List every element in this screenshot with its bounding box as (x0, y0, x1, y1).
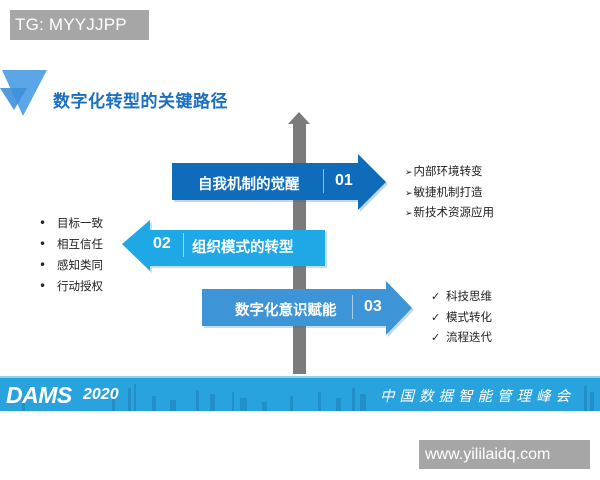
arrowhead-bullet-icon: ➢ (405, 188, 413, 199)
summit-name: 中国数据智能管理峰会 (380, 389, 575, 405)
checkmark-icon: ✓ (431, 331, 441, 344)
list-item: ✓科技思维 (431, 289, 492, 303)
footer-banner: DAMS 2020 中国数据智能管理峰会 (0, 376, 600, 411)
arrow-02-number: 02 (153, 235, 171, 252)
arrow-03-separator (352, 295, 353, 319)
arrowhead-bullet-icon: ➢ (405, 168, 413, 178)
watermark-top-left: TG: MYYJJPP (10, 10, 149, 40)
path-arrow-03: 数字化意识赋能 03 (202, 281, 414, 337)
arrowhead-bullet-icon: ➢ (405, 209, 413, 219)
list-item: ➢内部环境转变 (405, 163, 494, 184)
list-item: •行动授权 (39, 279, 103, 293)
arrow-02-separator (183, 233, 184, 257)
checkmark-icon: ✓ (431, 310, 441, 324)
dams-brand-logo: DAMS (6, 382, 72, 408)
slide-title: 数字化转型的关键路径 (53, 92, 228, 112)
list-item: ➢新技术资源应用 (405, 204, 494, 225)
triangle-logo-icon (0, 70, 47, 116)
arrow-01-number: 01 (335, 172, 353, 189)
list-item: ✓模式转化 (431, 309, 492, 324)
arrow-01-label: 自我机制的觉醒 (198, 177, 300, 193)
list-item: •目标一致 (39, 216, 103, 230)
list-item: •感知类同 (39, 258, 103, 272)
city-skyline-icon (22, 384, 594, 411)
dot-bullet-icon: • (39, 216, 47, 230)
dot-bullet-icon: • (39, 237, 47, 251)
arrow-03-label: 数字化意识赋能 (235, 303, 337, 319)
list-03: ✓科技思维 ✓模式转化 ✓流程迭代 (431, 288, 492, 350)
list-item: •相互信任 (39, 237, 103, 251)
arrow-03-number: 03 (364, 298, 382, 315)
dams-year: 2020 (83, 386, 119, 403)
list-item: ➢敏捷机制打造 (405, 184, 494, 205)
path-arrow-02: 02 组织模式的转型 (121, 220, 327, 273)
list-item: ✓流程迭代 (431, 330, 492, 344)
path-arrow-01: 自我机制的觉醒 01 (172, 154, 388, 212)
dot-bullet-icon: • (39, 279, 47, 293)
arrow-02-label: 组织模式的转型 (192, 240, 294, 256)
arrow-01-separator (323, 169, 324, 193)
list-02: •目标一致 •相互信任 •感知类同 •行动授权 (39, 214, 103, 298)
list-01: ➢内部环境转变 ➢敏捷机制打造 ➢新技术资源应用 (405, 163, 494, 225)
checkmark-icon: ✓ (431, 290, 441, 303)
dot-bullet-icon: • (39, 258, 47, 272)
watermark-bottom-right: www.yililaidq.com (419, 440, 590, 469)
